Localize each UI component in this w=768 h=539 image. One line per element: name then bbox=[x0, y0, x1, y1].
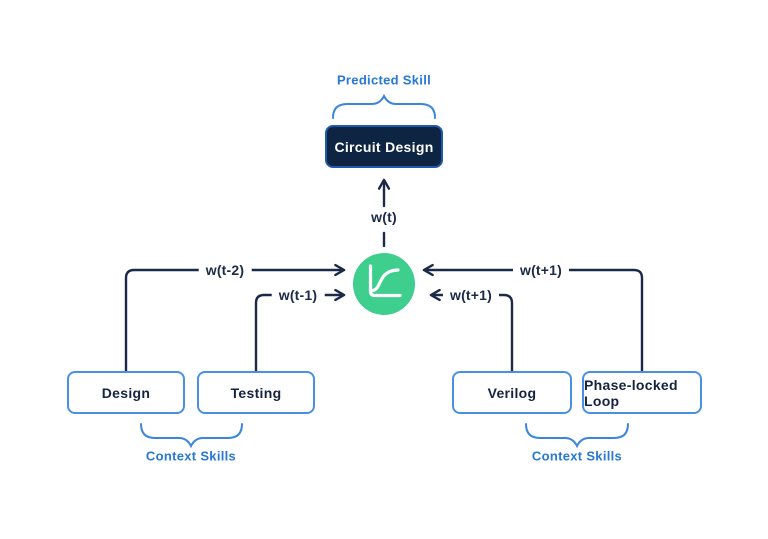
green-circle bbox=[353, 253, 415, 315]
node-testing: Testing bbox=[197, 371, 315, 414]
node-verilog: Verilog bbox=[452, 371, 572, 414]
weight-label-wt-minus-2: w(t-2) bbox=[198, 262, 252, 278]
edge-testing-to-center bbox=[254, 288, 346, 373]
context-skills-right-label: Context Skills bbox=[531, 448, 623, 464]
node-phase-locked-loop: Phase-locked Loop bbox=[582, 371, 702, 414]
context-skills-left-brace bbox=[140, 423, 243, 449]
predicted-skill-label: Predicted Skill bbox=[336, 72, 432, 88]
weight-label-wt: w(t) bbox=[364, 209, 404, 225]
node-testing-label: Testing bbox=[230, 384, 282, 401]
weight-label-wt-plus-1-outer: w(t+1) bbox=[512, 262, 570, 278]
activation-function-node bbox=[353, 253, 415, 315]
context-skills-left-label: Context Skills bbox=[145, 448, 237, 464]
node-circuit-design-label: Circuit Design bbox=[334, 138, 434, 155]
weight-label-wt-plus-1-inner: w(t+1) bbox=[442, 287, 500, 303]
edge-verilog-to-center bbox=[429, 288, 514, 373]
context-skills-right-brace bbox=[525, 423, 629, 449]
weight-label-wt-minus-1: w(t-1) bbox=[271, 287, 325, 303]
edge-pll-to-center bbox=[422, 263, 644, 373]
predicted-skill-brace bbox=[332, 93, 436, 119]
node-design: Design bbox=[67, 371, 185, 414]
node-verilog-label: Verilog bbox=[487, 384, 537, 401]
node-design-label: Design bbox=[101, 384, 151, 401]
edge-design-to-center bbox=[124, 263, 346, 373]
sigmoid-curve-icon bbox=[368, 264, 402, 298]
node-phase-locked-loop-label: Phase-locked Loop bbox=[584, 376, 678, 409]
node-circuit-design: Circuit Design bbox=[325, 125, 443, 168]
